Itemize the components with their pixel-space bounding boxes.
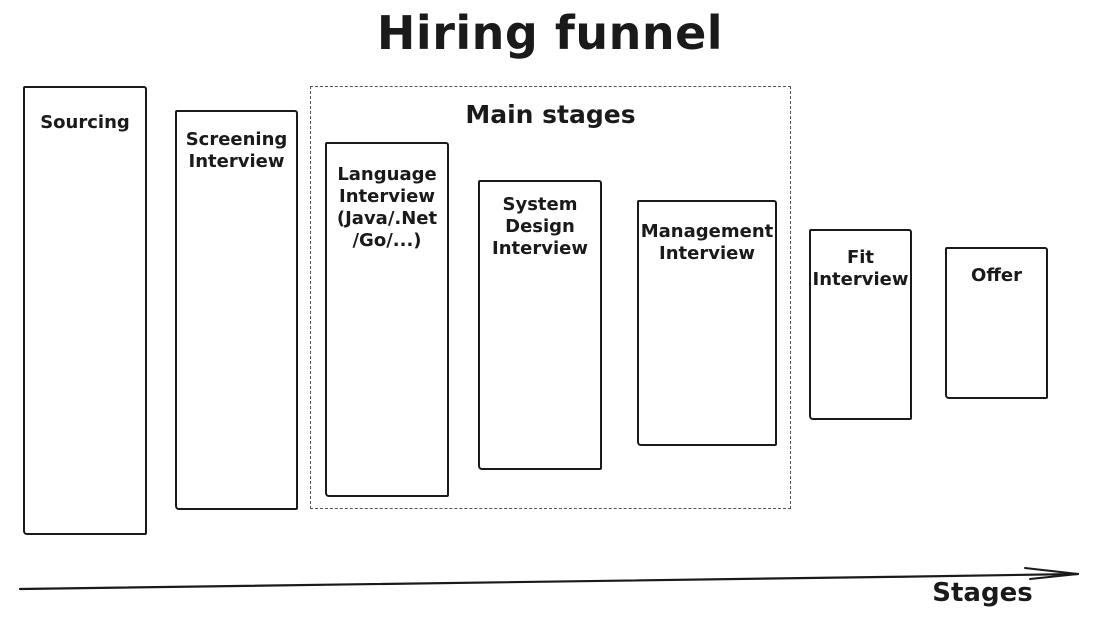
stage-management-interview-label: Management Interview: [640, 221, 774, 264]
main-stages-group: [310, 86, 791, 509]
stage-screening-interview-label: Screening Interview: [185, 129, 288, 172]
stage-fit-interview-label: Fit Interview: [812, 247, 909, 290]
stage-sourcing-label: Sourcing: [40, 112, 130, 133]
stage-management-interview: [637, 200, 777, 446]
stages-axis-arrow: [18, 567, 1080, 591]
stage-system-design-interview: [478, 180, 602, 470]
stage-sourcing: [23, 86, 147, 535]
main-stages-label: Main stages: [465, 100, 636, 129]
stage-language-interview: [325, 142, 449, 497]
axis-label: Stages: [932, 578, 1033, 608]
stage-offer-label: Offer: [971, 265, 1022, 286]
diagram-title: Hiring funnel: [376, 6, 724, 60]
stage-system-design-interview-label: System Design Interview: [492, 194, 588, 259]
stage-fit-interview: [809, 229, 912, 420]
stage-screening-interview: [175, 110, 298, 510]
stage-offer: [945, 247, 1048, 399]
stage-language-interview-label: Language Interview (Java/.Net /Go/...): [336, 164, 438, 251]
